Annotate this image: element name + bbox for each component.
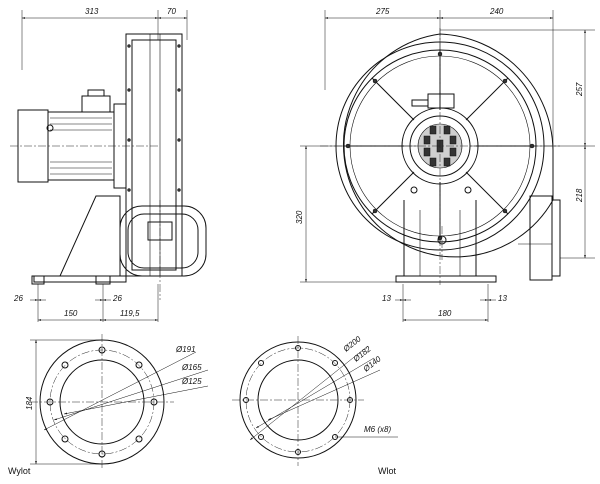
dim-outlet-offset: 119,5 (120, 309, 140, 318)
dim-base-left: 13 (382, 294, 391, 303)
dim-foot-right: 26 (112, 294, 122, 303)
outlet-dim-outer-dia: Ø191 (175, 345, 196, 354)
dim-base-right: 13 (498, 294, 507, 303)
spout-body (529, 195, 553, 281)
front-terminal-box (427, 93, 455, 109)
outlet-flange-view: Ø191 Ø165 Ø125 184 Wylot (8, 334, 209, 476)
inlet-caption: Wlot (378, 466, 396, 476)
terminal-box (81, 95, 111, 113)
base (31, 195, 127, 285)
dim-outlet-depth: 70 (167, 7, 176, 16)
dim-left-width: 275 (375, 7, 390, 16)
inlet-flange-view: Ø200 Ø182 Ø140 M6 (x8) Wlot (232, 334, 398, 476)
dim-top-height: 257 (575, 82, 584, 97)
inlet-dim-bolts: M6 (x8) (364, 425, 391, 434)
side-view: 313 70 (10, 7, 207, 322)
dim-right-width: 240 (489, 7, 504, 16)
outlet-dim-bolt-circle: Ø165 (181, 363, 202, 372)
motor (17, 89, 127, 189)
outlet-caption: Wylot (8, 466, 31, 476)
dim-foot-left: 26 (13, 294, 23, 303)
outlet-dim-inner-dia: Ø125 (181, 377, 202, 386)
front-view: 275 240 257 218 320 (295, 7, 595, 322)
dim-shaft-height: 320 (295, 210, 304, 224)
dim-foot-spacing: 150 (64, 309, 78, 318)
stand (395, 200, 497, 283)
dim-overall-length: 313 (85, 7, 99, 16)
dim-center-height: 218 (575, 188, 584, 203)
outlet-flange-profile (119, 205, 207, 277)
dim-base-width: 180 (438, 309, 452, 318)
outlet-spout (518, 195, 561, 281)
volute-outline (343, 33, 554, 258)
outlet-duct (119, 205, 207, 277)
outlet-dim-height: 184 (25, 396, 34, 410)
